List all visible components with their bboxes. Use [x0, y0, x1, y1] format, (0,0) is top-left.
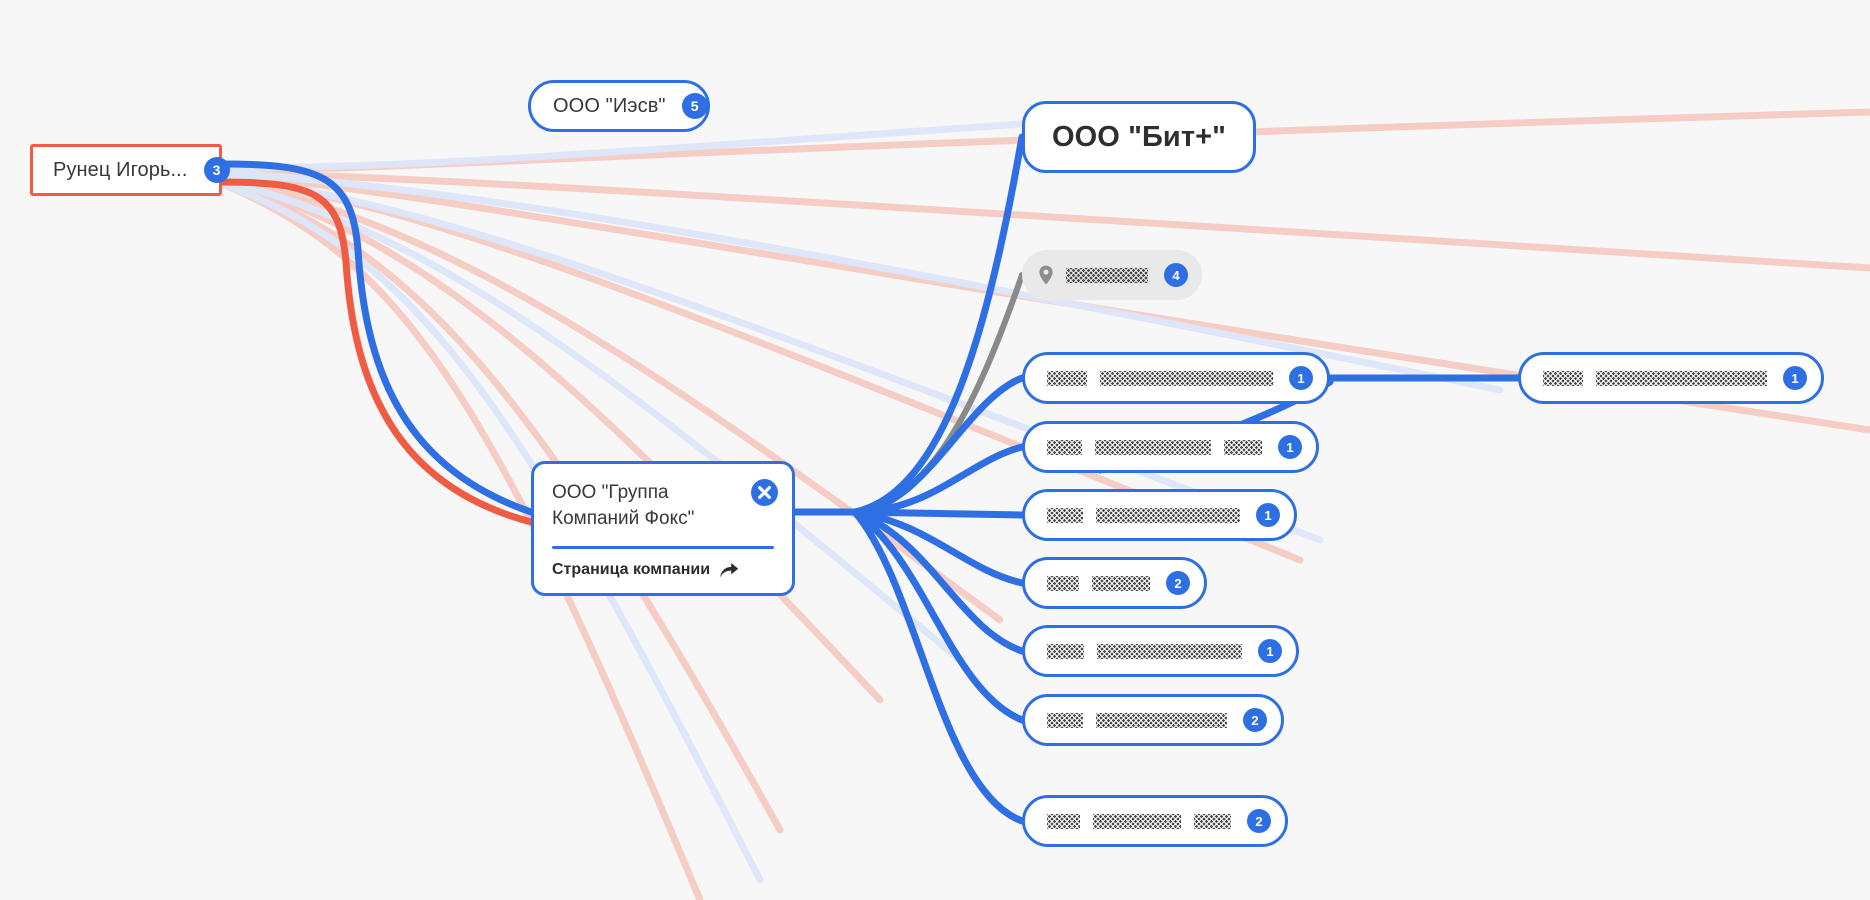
node-location[interactable]: 4	[1022, 250, 1202, 300]
redacted-text	[1095, 712, 1227, 728]
node-badge: 1	[1289, 366, 1313, 390]
node-badge: 1	[1256, 503, 1280, 527]
redacted-text	[1047, 439, 1082, 455]
redacted-text	[1093, 813, 1182, 829]
redacted-text	[1047, 507, 1083, 523]
node-person-2[interactable]: 1	[1022, 421, 1319, 473]
node-badge: 5	[681, 93, 708, 119]
node-label: ООО "Иэсв"	[553, 94, 666, 117]
node-badge: 1	[1783, 366, 1807, 390]
node-badge: 2	[1247, 809, 1271, 833]
redacted-text	[1543, 370, 1583, 386]
node-person-1[interactable]: 1	[1022, 352, 1330, 404]
hub-fan-edges	[851, 133, 1026, 825]
share-arrow-icon	[720, 563, 739, 578]
close-circle-icon[interactable]	[751, 479, 778, 506]
node-badge: 1	[1278, 435, 1303, 459]
company-page-link-label: Страница компании	[552, 561, 711, 578]
node-root-person[interactable]: Рунец Игорь... 3	[30, 144, 230, 196]
node-person-6[interactable]: 2	[1022, 694, 1284, 746]
redacted-text	[1092, 575, 1150, 591]
redacted-text	[1194, 813, 1231, 829]
faint-blue-edges	[218, 116, 1504, 884]
card-title: ООО "Группа Компаний Фокс"	[552, 482, 695, 529]
redacted-text	[1047, 643, 1084, 659]
node-badge: 2	[1243, 708, 1267, 732]
redacted-text	[1047, 370, 1088, 386]
redacted-text	[1066, 267, 1148, 283]
node-person-7[interactable]: 2	[1022, 795, 1288, 847]
redacted-text	[1096, 507, 1240, 523]
redacted-text	[1595, 370, 1767, 386]
map-pin-icon	[1039, 265, 1053, 285]
node-ooo-bit-plus[interactable]: ООО "Бит+"	[1022, 101, 1256, 173]
node-person-5[interactable]: 1	[1022, 625, 1299, 677]
card-divider	[552, 546, 774, 549]
root-to-card-edges	[218, 160, 535, 526]
company-page-link[interactable]: Страница компании	[552, 561, 774, 579]
node-person-far-right[interactable]: 1	[1518, 352, 1824, 404]
redacted-text	[1096, 643, 1242, 659]
redacted-text	[1047, 813, 1081, 829]
node-badge: 3	[203, 157, 230, 183]
company-detail-card[interactable]: ООО "Группа Компаний Фокс" Страница комп…	[531, 461, 795, 596]
redacted-text	[1047, 712, 1083, 728]
hub-to-location-edge	[852, 272, 1025, 515]
redacted-text	[1094, 439, 1211, 455]
node-person-3[interactable]: 1	[1022, 489, 1297, 541]
node-label: ООО "Бит+"	[1051, 120, 1227, 153]
redacted-text	[1223, 439, 1263, 455]
node-badge: 1	[1258, 639, 1282, 663]
node-badge: 4	[1164, 263, 1188, 287]
redacted-text	[1047, 575, 1080, 591]
node-badge: 2	[1166, 571, 1190, 595]
redacted-text	[1100, 370, 1273, 386]
node-ooo-iesv[interactable]: ООО "Иэсв" 5	[528, 80, 710, 132]
node-person-4[interactable]: 2	[1022, 557, 1207, 609]
node-label: Рунец Игорь...	[53, 158, 188, 181]
